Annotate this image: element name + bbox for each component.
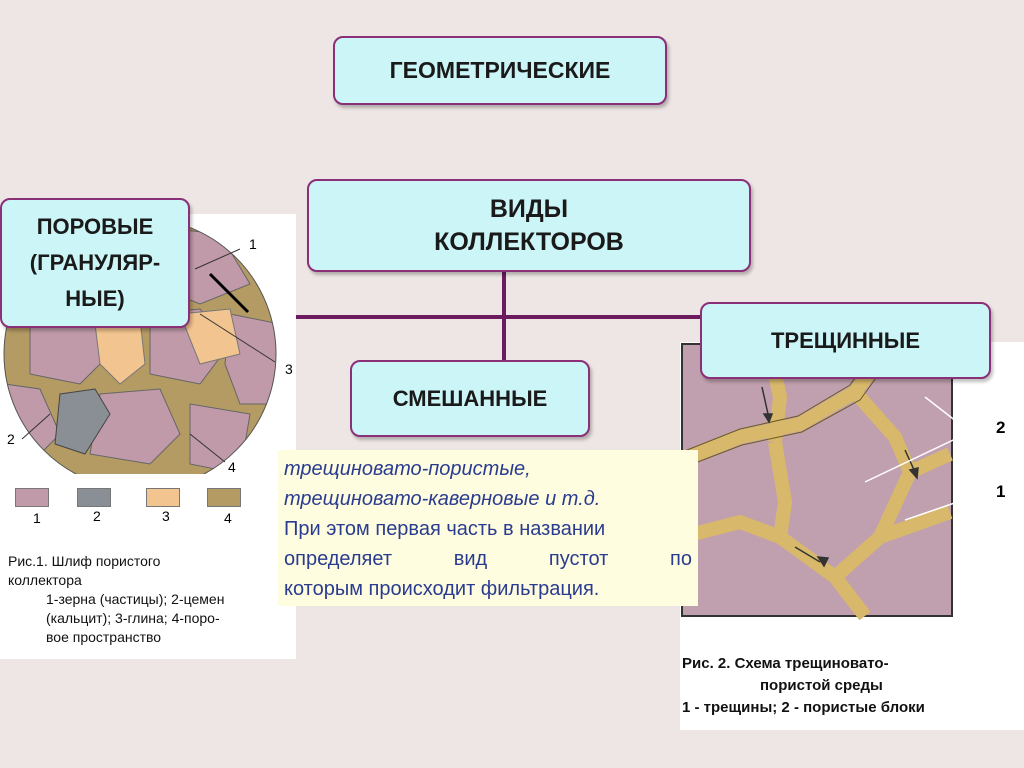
collector-types-line1: ВИДЫ [489, 194, 569, 223]
callout-2: 2 [7, 431, 15, 447]
legend-num-1: 1 [33, 510, 41, 526]
fig2-caption-line3: 1 - трещины; 2 - пористые блоки [682, 699, 925, 716]
description-line3: При этом первая часть в названии [284, 518, 606, 540]
legend-swatch-3 [146, 488, 180, 507]
pore-box-line2: (ГРАНУЛЯР- [29, 250, 161, 275]
legend-swatch-2 [77, 488, 111, 507]
fig1-caption-line3: 1-зерна (частицы); 2-цемен [46, 591, 225, 607]
collector-types-line2: КОЛЛЕКТОРОВ [434, 227, 624, 256]
callout-4: 4 [228, 459, 236, 475]
legend-num-3: 3 [162, 508, 170, 524]
fracture-box-label: ТРЕЩИННЫЕ [770, 327, 920, 353]
mixed-box-label: СМЕШАННЫЕ [392, 385, 548, 411]
legend-num-4: 4 [224, 510, 232, 526]
description-line4: определяет вид пустот по [284, 548, 692, 570]
description-text: трещиновато-пористые, трещиновато-каверн… [278, 450, 698, 606]
mixed-box: СМЕШАННЫЕ [350, 360, 590, 437]
fractured-media-scheme [680, 343, 973, 621]
fig1-caption-line1: Рис.1. Шлиф пористого [8, 553, 161, 569]
fig2-caption-line1: Рис. 2. Схема трещиновато- [682, 655, 889, 672]
description-line5: которым происходит фильтрация. [284, 578, 600, 600]
fig1-caption-line2: коллектора [8, 572, 82, 588]
pore-box-line3: НЫЕ) [65, 286, 125, 311]
geometric-box-label: ГЕОМЕТРИЧЕСКИЕ [389, 57, 611, 83]
fig2-label-1: 1 [996, 482, 1006, 501]
pore-box: ПОРОВЫЕ (ГРАНУЛЯР- НЫЕ) [0, 198, 190, 328]
figure-2-panel: 2 1 Рис. 2. Схема трещиновато- пористой … [680, 342, 1024, 730]
description-line1: трещиновато-пористые, [284, 458, 531, 480]
legend-swatch-4 [207, 488, 241, 507]
legend-num-2: 2 [93, 508, 101, 524]
callout-3: 3 [285, 361, 293, 377]
fig1-caption-line5: вое пространство [46, 629, 162, 645]
collector-types-box: ВИДЫ КОЛЛЕКТОРОВ [307, 179, 751, 272]
pore-box-line1: ПОРОВЫЕ [36, 214, 154, 239]
callout-1: 1 [249, 236, 257, 252]
fig1-caption-line4: (кальцит); 3-глина; 4-поро- [46, 610, 220, 626]
fracture-box: ТРЕЩИННЫЕ [700, 302, 991, 379]
fig2-label-2: 2 [996, 418, 1006, 437]
fig2-caption-line2: пористой среды [760, 677, 883, 694]
legend-swatch-1 [15, 488, 49, 507]
geometric-box: ГЕОМЕТРИЧЕСКИЕ [333, 36, 667, 105]
description-line2: трещиновато-каверновые и т.д. [284, 488, 601, 510]
